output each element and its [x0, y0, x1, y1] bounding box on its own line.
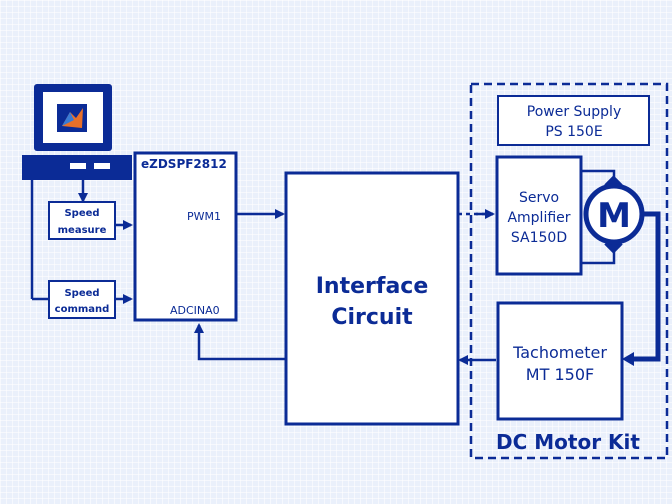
speed-command-box: Speed command	[48, 280, 116, 319]
tach-label-2: MT 150F	[526, 365, 594, 384]
interface-circuit-block: Interface Circuit	[284, 171, 460, 426]
servo-label-1: Servo	[519, 190, 559, 206]
motor-label: M	[597, 196, 631, 236]
servo-label-3: SA150D	[511, 230, 567, 246]
speed-measure-box: Speed measure	[48, 201, 116, 240]
motor-shaft-connection	[630, 211, 661, 362]
servo-label-2: Amplifier	[507, 210, 570, 226]
speed-measure-label-2: measure	[58, 225, 107, 236]
speed-command-label-2: command	[55, 304, 110, 315]
shaft-arrowhead	[622, 352, 634, 366]
power-supply-block: Power Supply PS 150E	[497, 95, 650, 146]
interface-label-2: Circuit	[331, 305, 413, 330]
dsp-board-block: eZDSPF2812 PWM1 ADCINA0	[133, 151, 238, 322]
dsp-pwm-label: PWM1	[187, 210, 221, 223]
dc-motor-kit-title: DC Motor Kit	[496, 430, 640, 454]
matlab-logo-icon	[62, 108, 83, 128]
interface-label-1: Interface	[316, 274, 429, 299]
dc-motor-kit-group	[469, 82, 669, 460]
dsp-adc-label: ADCINA0	[170, 304, 220, 317]
servo-amplifier-block: Servo Amplifier SA150D	[495, 155, 583, 276]
motor-icon: M	[583, 175, 645, 254]
tach-label-1: Tachometer	[512, 343, 607, 362]
dsp-title: eZDSPF2812	[141, 157, 227, 171]
power-label-2: PS 150E	[545, 124, 602, 140]
servo-motor-wire-bottom	[581, 250, 616, 265]
tachometer-block: Tachometer MT 150F	[496, 301, 624, 421]
adc-arrow	[194, 323, 286, 361]
speed-command-label-1: Speed	[64, 288, 99, 299]
power-label-1: Power Supply	[527, 104, 622, 120]
speed-measure-label-1: Speed	[64, 208, 99, 219]
computer-icon	[22, 84, 132, 180]
